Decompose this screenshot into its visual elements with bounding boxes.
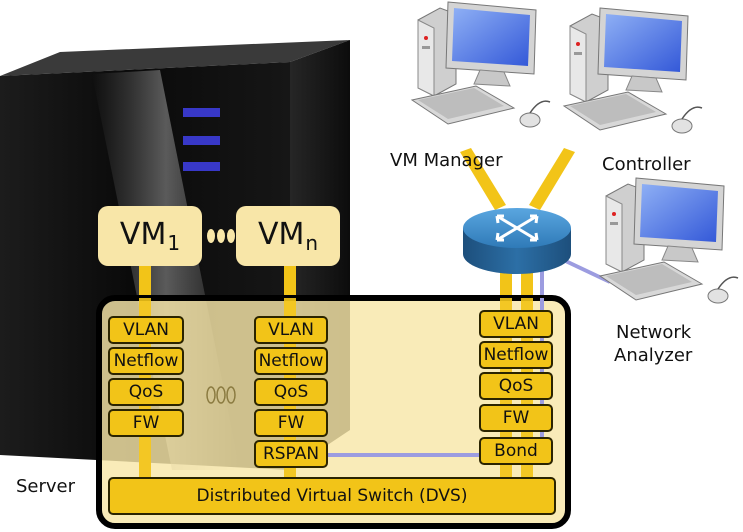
col1-fw-module: FW — [108, 409, 184, 437]
dvs-container — [96, 295, 571, 529]
network-analyzer-label-line1: Network — [616, 322, 692, 343]
col1-vlan-module: VLAN — [108, 316, 184, 344]
col1-netflow-module: Netflow — [108, 347, 184, 375]
vm-1: VM1 — [98, 206, 202, 266]
col2-qos-module: QoS — [254, 378, 328, 406]
vm-ellipsis-icon — [207, 229, 235, 243]
controller-label: Controller — [602, 154, 691, 175]
col3-fw-module: FW — [479, 404, 553, 432]
network-analyzer-label-line2: Analyzer — [614, 345, 693, 366]
col1-qos-module: QoS — [108, 378, 184, 406]
col2-netflow-module: Netflow — [254, 347, 328, 375]
col2-fw-module: FW — [254, 409, 328, 437]
router-icon — [463, 208, 571, 274]
col2-rspan-module: RSPAN — [254, 440, 328, 468]
col3-qos-module: QoS — [479, 372, 553, 400]
col3-bond-module: Bond — [479, 437, 553, 465]
module-ellipsis-icon — [206, 386, 236, 404]
server-label: Server — [16, 476, 76, 497]
dvs-bar: Distributed Virtual Switch (DVS) — [108, 477, 556, 515]
network-analyzer-computer-icon — [599, 177, 739, 304]
col3-vlan-module: VLAN — [479, 310, 553, 338]
vm-1-label: VM1 — [119, 217, 181, 255]
vm-manager-computer-icon — [411, 1, 551, 128]
vm-n-label: VMn — [257, 217, 319, 255]
vm-n: VMn — [236, 206, 340, 266]
col3-netflow-module: Netflow — [479, 341, 553, 369]
col2-vlan-module: VLAN — [254, 316, 328, 344]
controller-computer-icon — [563, 7, 703, 134]
vm-manager-label: VM Manager — [390, 150, 503, 171]
